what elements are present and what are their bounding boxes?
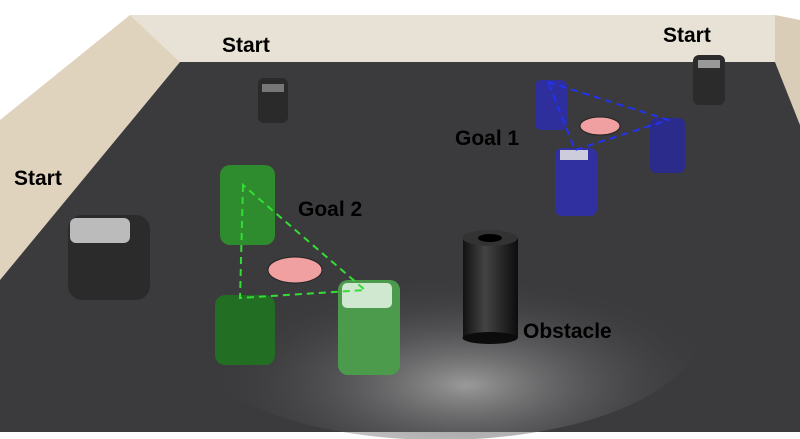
robot-green-2 <box>215 295 275 365</box>
goal2-marker <box>267 256 323 284</box>
robot-start-top <box>258 78 288 123</box>
right-wall <box>775 15 800 125</box>
start-label-left: Start <box>14 167 62 190</box>
green-formation-lines <box>238 182 368 300</box>
robot-start-right <box>693 55 725 105</box>
robot-start-left <box>68 215 150 300</box>
start-label-right: Start <box>663 24 711 47</box>
robot-blue-2 <box>650 118 685 173</box>
goal2-label: Goal 2 <box>298 198 362 221</box>
obstacle-label: Obstacle <box>523 320 612 343</box>
robot-blue-3 <box>555 148 597 216</box>
left-wall <box>0 15 180 280</box>
goal1-label: Goal 1 <box>455 127 520 150</box>
robot-green-1 <box>220 165 275 245</box>
robot-blue-1 <box>535 80 567 130</box>
blue-formation-lines <box>546 80 672 152</box>
robot-green-3 <box>338 280 400 375</box>
start-label-top: Start <box>222 34 270 57</box>
goal1-marker <box>579 116 621 136</box>
back-wall <box>130 15 775 62</box>
obstacle-cylinder <box>462 230 518 344</box>
